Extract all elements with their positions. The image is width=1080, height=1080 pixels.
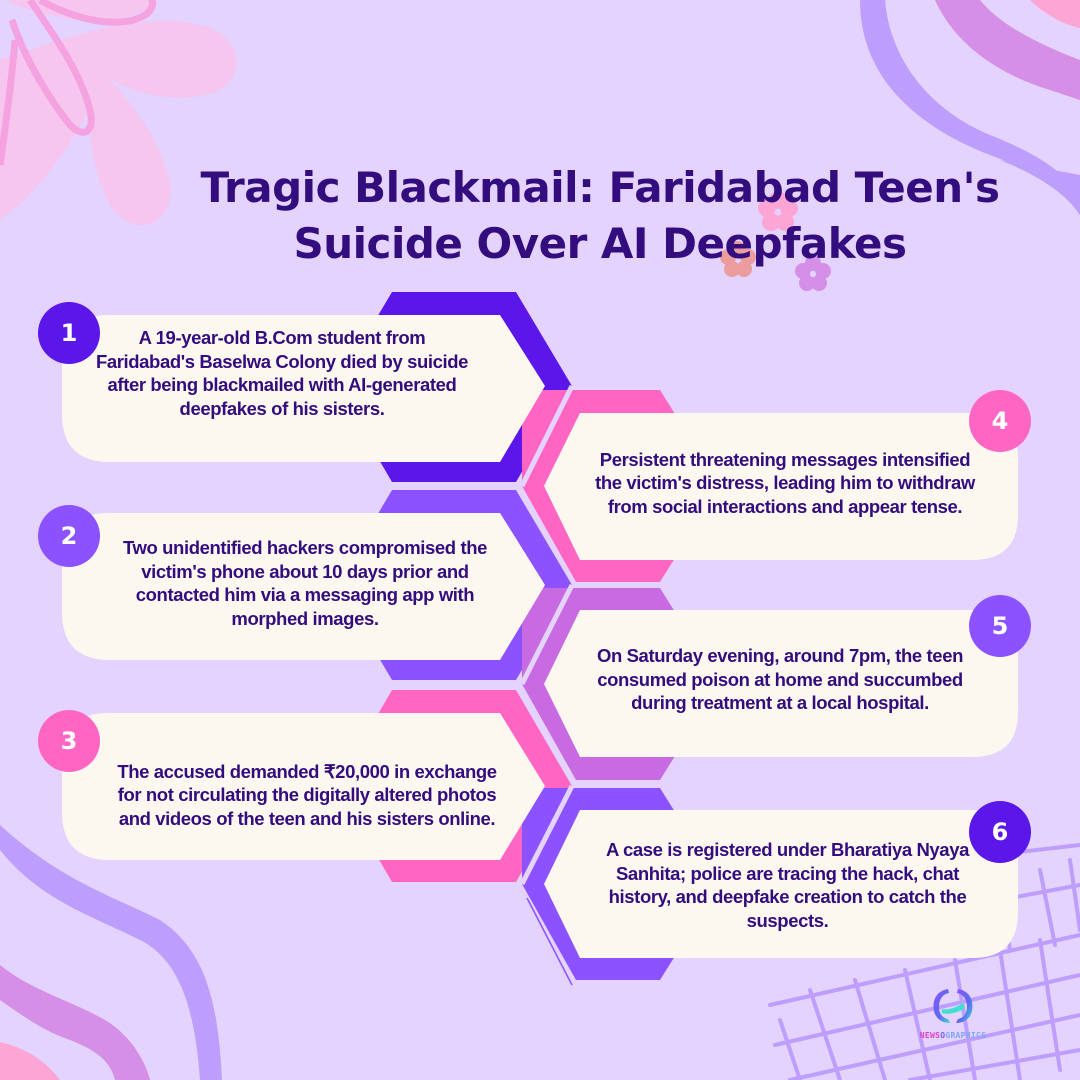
step-text-1: A 19-year-old B.Com student from Faridab… bbox=[95, 327, 469, 419]
flower-decoration-top-left bbox=[0, 0, 237, 226]
step-text-3: The accused demanded ₹20,000 in exchange… bbox=[117, 760, 497, 829]
step-badge-1: 1 bbox=[38, 302, 100, 364]
step-badge-6: 6 bbox=[969, 801, 1031, 863]
step-badge-2: 2 bbox=[38, 505, 100, 567]
globe-logo-icon bbox=[933, 989, 973, 1023]
logo-text-news: NEWS bbox=[919, 1031, 941, 1040]
newsographics-logo: NEWSOGRAPHICS bbox=[918, 985, 988, 1040]
step-text-6: A case is registered under Bharatiya Nya… bbox=[606, 839, 969, 931]
logo-text-graphics: GRAPHICS bbox=[945, 1031, 987, 1040]
step-text-2: Two unidentified hackers compromised the… bbox=[123, 537, 487, 629]
logo-wordmark: NEWSOGRAPHICS bbox=[918, 1031, 988, 1040]
page-title: Tragic Blackmail: Faridabad Teen's Suici… bbox=[150, 160, 1050, 272]
wave-decoration-top-right bbox=[860, 0, 1080, 215]
title-line-1: Tragic Blackmail: Faridabad Teen's bbox=[200, 163, 1000, 212]
card-shapes bbox=[62, 315, 1018, 958]
wave-decoration-bottom-left bbox=[0, 825, 222, 1080]
step-badge-3: 3 bbox=[38, 710, 100, 772]
step-badge-5: 5 bbox=[969, 595, 1031, 657]
logo-text-o: O bbox=[940, 1031, 946, 1040]
step-badge-4: 4 bbox=[969, 390, 1031, 452]
small-flowers-decoration bbox=[720, 191, 831, 291]
step-text-4: Persistent threatening messages intensif… bbox=[595, 448, 975, 517]
title-line-2: Suicide Over AI Deepfakes bbox=[293, 219, 907, 268]
step-text-5: On Saturday evening, around 7pm, the tee… bbox=[596, 645, 963, 714]
